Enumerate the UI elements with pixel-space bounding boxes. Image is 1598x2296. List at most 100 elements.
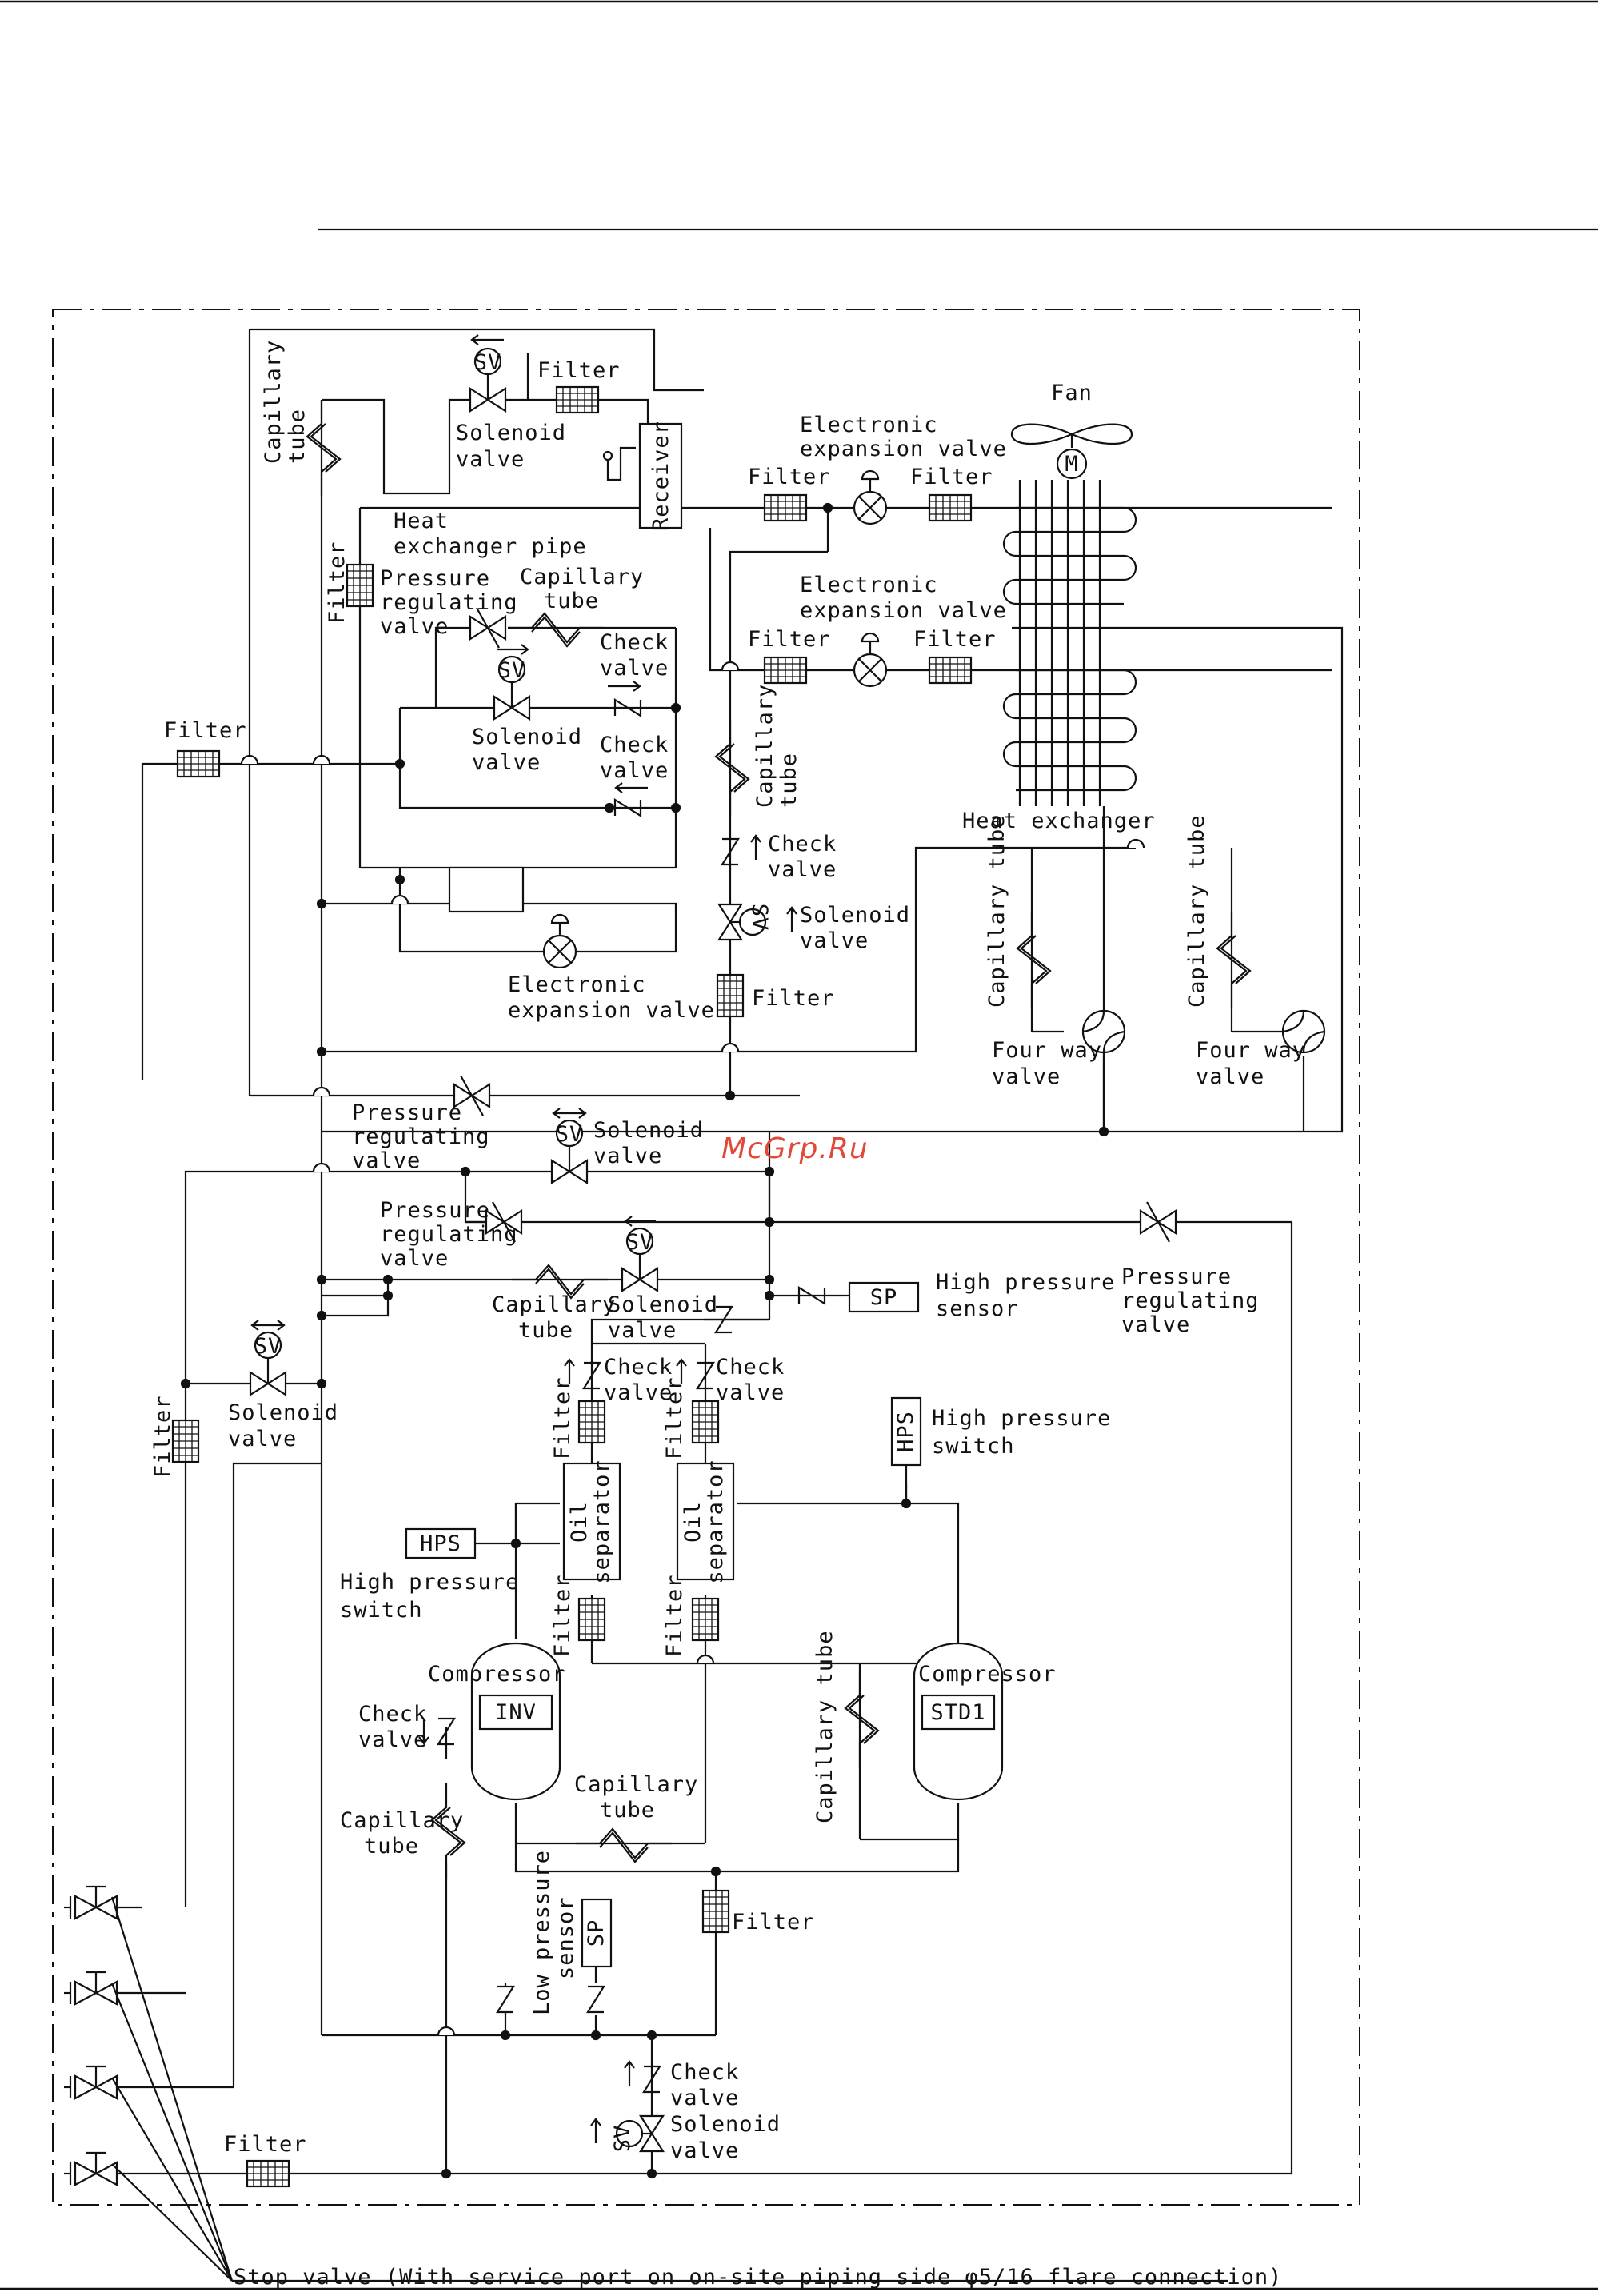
compressor-label-inv: Compressor: [428, 1662, 566, 1687]
compressor-std1: STD1: [913, 1642, 1004, 1801]
pr-label-1b: regulating: [380, 590, 518, 615]
filter-label-mid: Filter: [752, 986, 835, 1011]
pressure-regulating-valve-3: [485, 1201, 523, 1243]
svg-text:separator: separator: [703, 1459, 728, 1583]
check-valve-bottom: [624, 2060, 661, 2094]
hx-label: Heat exchanger: [962, 809, 1156, 833]
filter-bottom-left: [246, 2159, 290, 2188]
eev-label-2b: expansion valve: [800, 598, 1007, 623]
check-valve-os2: [676, 1358, 715, 1390]
solenoid-label-3a: Solenoid: [800, 903, 910, 928]
svg-text:Oil: Oil: [681, 1501, 705, 1543]
eev-label-3b: expansion valve: [508, 998, 715, 1023]
fourway-label-2a: Four way: [1196, 1038, 1306, 1063]
svg-text:SV: SV: [556, 1122, 584, 1147]
solenoid-valve-3: SV: [717, 904, 797, 941]
unit-boundary: [52, 309, 1360, 2206]
capillary-label-1b: tube: [285, 409, 310, 464]
receiver: Receiver: [602, 421, 683, 531]
filter-os2-top: [691, 1400, 720, 1444]
stop-valve-1: [62, 1885, 118, 1920]
solenoid-label-bot-b: valve: [670, 2138, 739, 2163]
capillary-label-4b: tube: [518, 1318, 573, 1343]
capillary-tube-hx2: [1216, 910, 1252, 1009]
filter-label-left-v: Filter: [325, 541, 350, 624]
svg-text:Oil: Oil: [567, 1501, 592, 1543]
svg-text:separator: separator: [589, 1459, 614, 1583]
fourway-label-1b: valve: [992, 1064, 1061, 1089]
check-label-3a: Check: [768, 832, 837, 857]
labels: Fan Filter Solenoid valve Capillary tube…: [150, 340, 1306, 2290]
filter-label-os2t: Filter: [662, 1376, 687, 1459]
low-pressure-sensor: SP: [581, 1898, 613, 2014]
filter-label-left-lower: Filter: [150, 1395, 175, 1478]
capillary-label-bot-b: tube: [600, 1798, 655, 1823]
solenoid-valve-5: SV: [621, 1216, 659, 1292]
filter-os1-top: [577, 1400, 606, 1444]
svg-text:M: M: [1065, 452, 1078, 477]
svg-text:SV: SV: [610, 2125, 635, 2153]
capillary-tube-hx1: [1016, 910, 1052, 1009]
pressure-regulating-valve-2: [453, 1075, 491, 1116]
check-label-3b: valve: [768, 857, 837, 882]
filter-label-eev1l: Filter: [748, 465, 831, 489]
svg-text:HPS: HPS: [893, 1411, 918, 1452]
pr-label-3b: regulating: [380, 1222, 518, 1247]
capillary-tube-bottom: [574, 1827, 673, 1863]
oil-separator-2: Oil separator: [676, 1459, 735, 1584]
pr-label-4c: valve: [1121, 1312, 1190, 1337]
hx-pipe-label-a: Heat: [394, 509, 449, 533]
capillary-label-inv-b: tube: [364, 1834, 419, 1859]
filter-os2-bottom: [691, 1597, 720, 1642]
filter-mid: [716, 973, 745, 1018]
eev-label-1a: Electronic: [800, 413, 938, 437]
solenoid-label-4a: Solenoid: [593, 1118, 704, 1143]
hp-switch-label-1b: switch: [340, 1598, 423, 1623]
solenoid-label-5a: Solenoid: [608, 1292, 718, 1317]
check-valve-bottom-left: [496, 1983, 515, 2014]
eev-label-2a: Electronic: [800, 573, 938, 597]
filter-label-eev1r: Filter: [910, 465, 993, 489]
capillary-tube-top-left: [306, 398, 342, 497]
solenoid-label-bot-a: Solenoid: [670, 2112, 781, 2137]
svg-text:SV: SV: [474, 350, 502, 375]
pr-label-2c: valve: [352, 1148, 421, 1173]
solenoid-label-4b: valve: [593, 1144, 662, 1168]
filter-label-top: Filter: [537, 358, 621, 383]
eev-label-3a: Electronic: [508, 972, 646, 997]
solenoid-valve-bottom: SV: [590, 2114, 665, 2153]
capillary-tube-pr: [506, 612, 605, 648]
pr-label-3c: valve: [380, 1246, 449, 1271]
check-label-os1b: valve: [604, 1380, 673, 1405]
hp-sensor-label-b: sensor: [936, 1296, 1019, 1321]
fourway-label-1a: Four way: [992, 1038, 1102, 1063]
check-label-inv-b: valve: [358, 1727, 427, 1752]
capillary-label-2b: tube: [544, 589, 599, 613]
pr-label-4a: Pressure: [1121, 1264, 1232, 1289]
filter-top: [555, 385, 600, 414]
check-label-os1a: Check: [604, 1355, 673, 1380]
solenoid-label-1b: valve: [456, 447, 525, 472]
check-label-os2a: Check: [716, 1355, 785, 1380]
pr-label-2b: regulating: [352, 1124, 490, 1149]
hp-sensor-label-a: High pressure: [936, 1270, 1115, 1295]
capillary-label-inv-a: Capillary: [340, 1808, 464, 1833]
solenoid-valve-6: SV: [249, 1320, 287, 1396]
stop-valve-3: [62, 2065, 118, 2100]
svg-text:HPS: HPS: [420, 1531, 461, 1556]
svg-text:SV: SV: [626, 1230, 654, 1255]
check-valve-os1: [564, 1358, 601, 1390]
filter-label-bottom-right: Filter: [732, 1910, 815, 1935]
svg-text:Receiver: Receiver: [649, 421, 673, 531]
fourway-label-2b: valve: [1196, 1064, 1264, 1089]
svg-text:SV: SV: [498, 658, 526, 683]
fan-icon: M: [1010, 423, 1133, 480]
filter-label-eev2r: Filter: [913, 627, 997, 652]
pressure-regulating-valve-4: [1139, 1201, 1177, 1243]
capillary-label-hx2: Capillary tube: [1185, 814, 1209, 1008]
filter-label-os2b: Filter: [662, 1574, 687, 1657]
check-label-2a: Check: [600, 733, 669, 757]
hp-switch-label-2a: High pressure: [932, 1406, 1111, 1431]
pr-label-2a: Pressure: [352, 1100, 462, 1125]
